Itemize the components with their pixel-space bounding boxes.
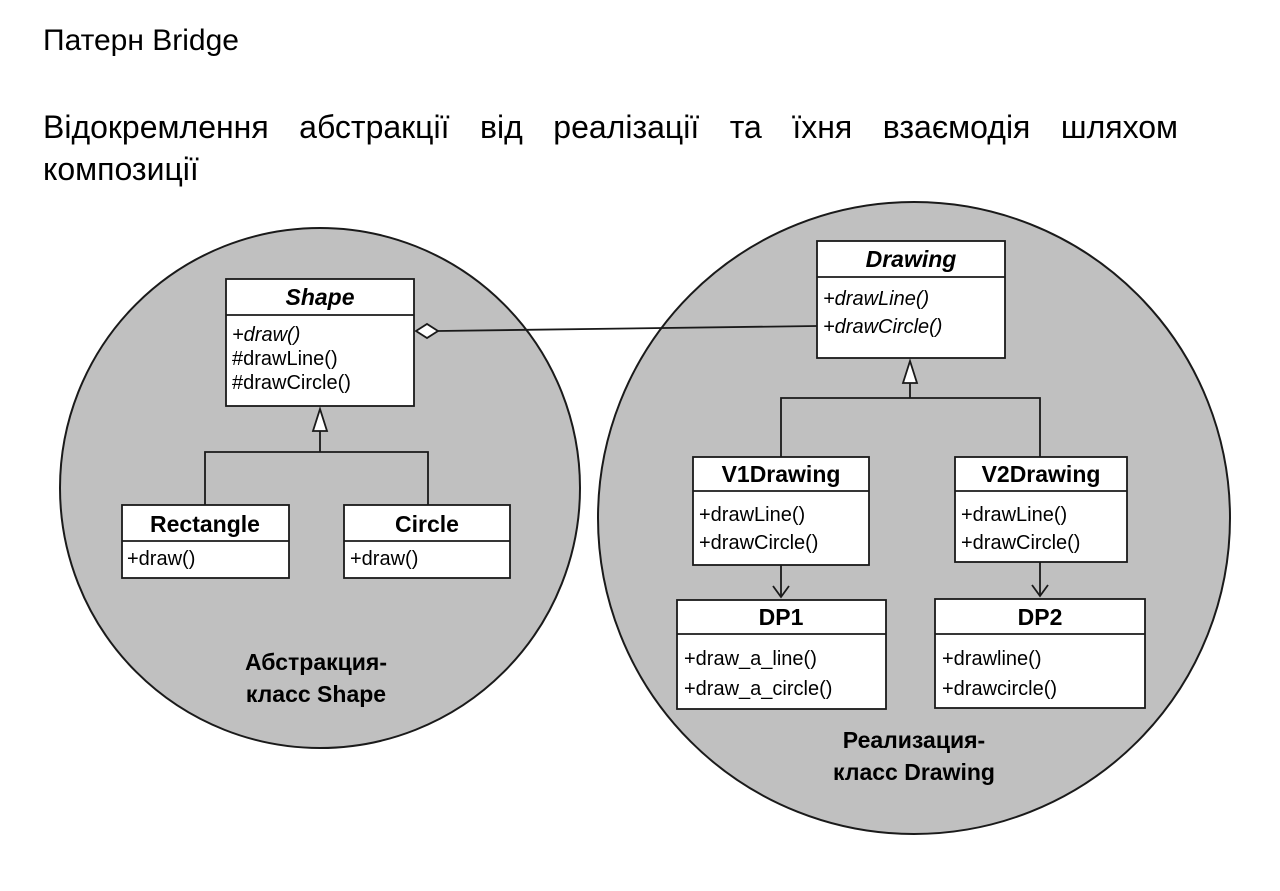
class-drawing: Drawing +drawLine() +drawCircle() (816, 240, 1006, 359)
class-member: #drawCircle() (232, 372, 351, 394)
class-name: Shape (285, 284, 354, 310)
class-name: DP1 (759, 604, 804, 630)
abstraction-caption-line1: Абстракция- (245, 649, 387, 675)
drawing-generalization-lines (780, 383, 1041, 457)
class-rectangle: Rectangle +draw() (121, 504, 290, 579)
implementation-caption-line1: Реализация- (843, 727, 985, 753)
v2-dp2-dependency-arrow (1031, 584, 1049, 598)
class-member: +draw_a_line() (684, 648, 817, 670)
implementation-caption-line2: класс Drawing (833, 759, 995, 785)
v1-dp1-dependency-arrow (772, 585, 790, 599)
class-name: Rectangle (150, 511, 260, 537)
class-shape: Shape +draw() #drawLine() #drawCircle() (225, 278, 415, 407)
class-member: #drawLine() (232, 348, 338, 370)
class-name: DP2 (1018, 604, 1063, 630)
class-member: +drawcircle() (942, 678, 1057, 700)
class-name: V1Drawing (722, 461, 841, 487)
abstraction-caption-line2: класс Shape (246, 681, 386, 707)
class-member: +draw() (350, 548, 418, 570)
class-dp1: DP1 +draw_a_line() +draw_a_circle() (676, 599, 887, 710)
class-name: Drawing (866, 246, 957, 272)
class-member: +draw() (127, 548, 195, 570)
slide-subtitle: Відокремлення абстракції від реалізації … (43, 109, 1178, 187)
connectors (204, 322, 1049, 599)
aggregation-line (437, 325, 818, 332)
shape-generalization-lines (204, 431, 429, 505)
aggregation-diamond (414, 322, 440, 340)
class-name: Circle (395, 511, 459, 537)
class-member: +drawCircle() (823, 316, 942, 338)
class-dp2: DP2 +drawline() +drawcircle() (934, 598, 1146, 709)
class-circle: Circle +draw() (343, 504, 511, 579)
drawing-generalization-arrow (901, 358, 919, 384)
shape-generalization-arrow (311, 406, 329, 432)
slide-title: Патерн Bridge (43, 24, 239, 57)
class-member: +drawline() (942, 648, 1041, 670)
class-name: V2Drawing (982, 461, 1101, 487)
class-member: +drawCircle() (961, 532, 1080, 554)
abstraction-region (59, 227, 581, 749)
class-member: +drawLine() (699, 504, 805, 526)
class-v2drawing: V2Drawing +drawLine() +drawCircle() (954, 456, 1128, 563)
class-member: +drawLine() (961, 504, 1067, 526)
class-member: +draw() (232, 324, 300, 346)
class-member: +draw_a_circle() (684, 678, 832, 700)
class-member: +drawCircle() (699, 532, 818, 554)
class-member: +drawLine() (823, 288, 929, 310)
class-v1drawing: V1Drawing +drawLine() +drawCircle() (692, 456, 870, 566)
